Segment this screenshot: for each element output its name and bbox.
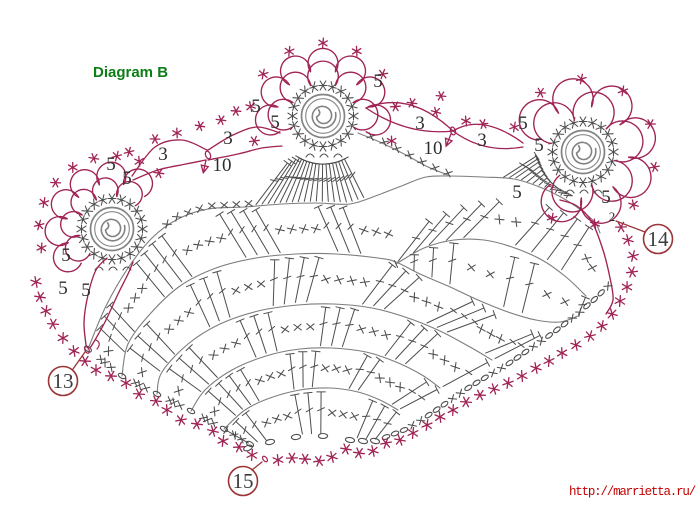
svg-text:5: 5 — [122, 168, 132, 189]
svg-text:5: 5 — [601, 187, 611, 208]
svg-text:5: 5 — [61, 245, 71, 266]
svg-text:Diagram B: Diagram B — [93, 64, 168, 81]
svg-text:3: 3 — [223, 128, 233, 149]
svg-text:2: 2 — [609, 209, 616, 224]
svg-text:5: 5 — [512, 182, 522, 203]
svg-text:5: 5 — [534, 135, 544, 156]
svg-text:5: 5 — [373, 71, 383, 92]
svg-text:5: 5 — [270, 112, 280, 133]
svg-text:5: 5 — [518, 113, 528, 134]
svg-text:5: 5 — [81, 280, 91, 301]
svg-text:15: 15 — [233, 469, 254, 493]
svg-text:3: 3 — [477, 130, 487, 151]
svg-text:http://marrietta.ru/: http://marrietta.ru/ — [569, 485, 696, 499]
svg-text:3: 3 — [158, 144, 168, 165]
svg-text:10: 10 — [213, 155, 232, 176]
svg-text:10: 10 — [424, 138, 443, 159]
svg-text:5: 5 — [106, 154, 116, 175]
svg-text:3: 3 — [415, 113, 425, 134]
svg-text:5: 5 — [251, 96, 261, 117]
svg-text:5: 5 — [58, 278, 68, 299]
svg-text:13: 13 — [53, 369, 74, 393]
svg-text:14: 14 — [648, 227, 670, 251]
